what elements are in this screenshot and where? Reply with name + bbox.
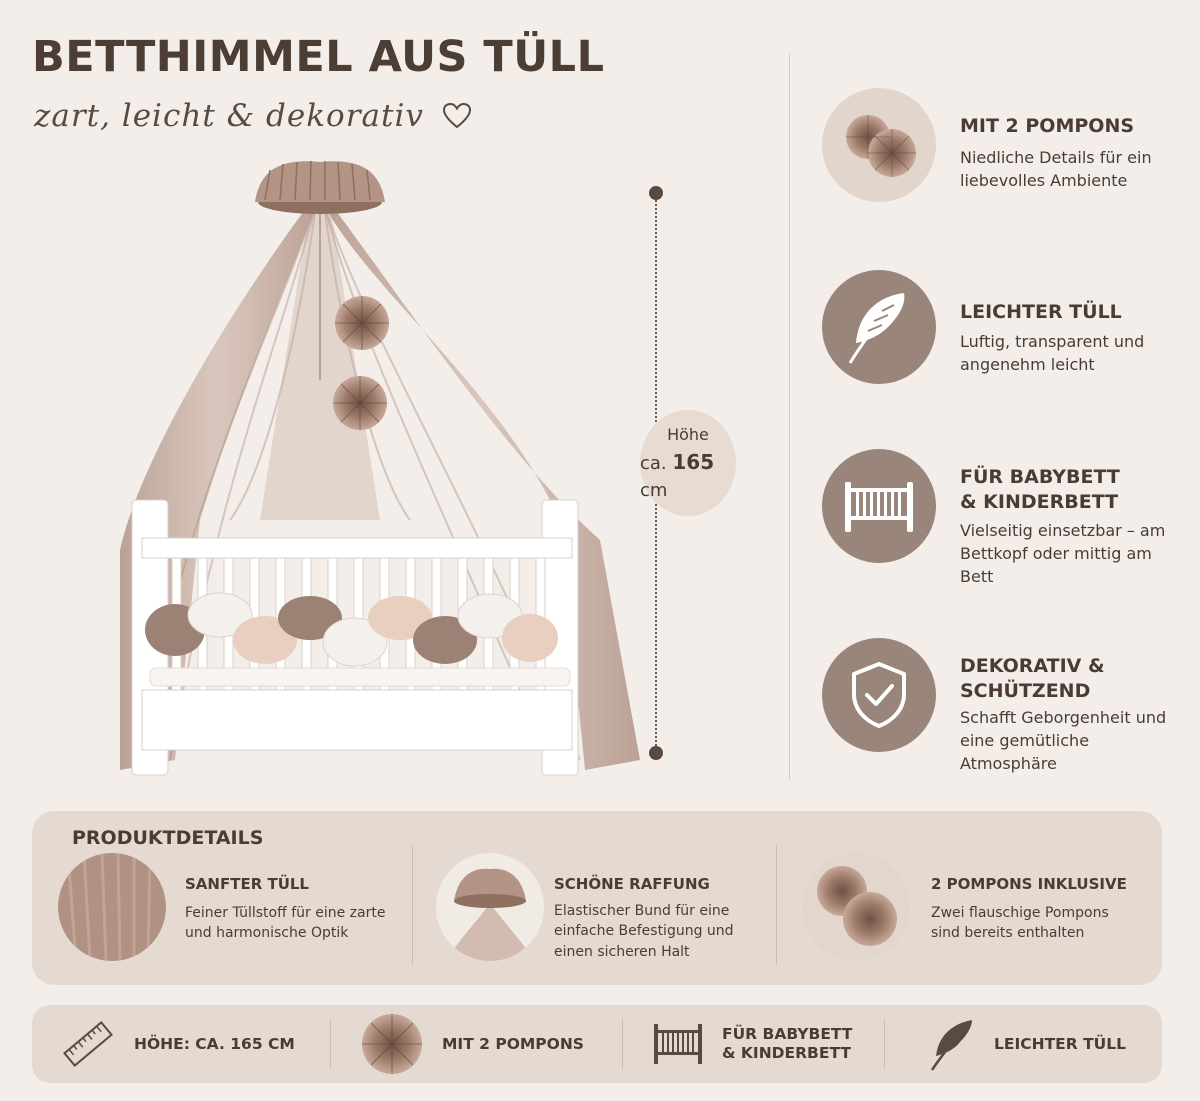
pompon-icon bbox=[362, 1014, 422, 1074]
detail-soft-tulle: SANFTER TÜLL Feiner Tüllstoff für eine z… bbox=[58, 847, 398, 967]
detail-pompons-desc: Zwei flauschige Pompons sind bereits ent… bbox=[931, 905, 1109, 942]
detail-soft-tulle-image bbox=[58, 853, 166, 961]
summary-light-tulle-label: LEICHTER TÜLL bbox=[994, 1034, 1126, 1053]
feature-crib-title-line1: FÜR BABYBETT bbox=[960, 466, 1120, 488]
summary-pompons: MIT 2 POMPONS bbox=[360, 1005, 584, 1083]
feature-protective-badge bbox=[822, 638, 936, 752]
feature-protective-title-line2: SCHÜTZEND bbox=[960, 679, 1091, 702]
canopy-crib-image bbox=[120, 160, 640, 776]
product-details-panel: PRODUKTDETAILS SANFTER TÜLL Feiner Tülls… bbox=[32, 811, 1162, 985]
feather-icon bbox=[930, 1020, 972, 1071]
feature-protective-desc: Schafft Geborgenheit und eine gemütliche… bbox=[960, 708, 1167, 774]
summary-crib-label-line2: & KINDERBETT bbox=[722, 1044, 851, 1062]
summary-separator bbox=[330, 1019, 331, 1069]
height-prefix: ca. bbox=[640, 452, 667, 474]
feature-light-tulle-desc: Luftig, transparent und angenehm leicht bbox=[960, 332, 1145, 375]
height-label: Höhe bbox=[667, 424, 709, 444]
ruffle-image bbox=[436, 853, 544, 961]
feature-light-tulle: LEICHTER TÜLL Luftig, transparent und an… bbox=[822, 270, 1182, 400]
summary-separator bbox=[884, 1019, 885, 1069]
feature-light-tulle-badge bbox=[822, 270, 936, 384]
detail-soft-tulle-desc: Feiner Tüllstoff für eine zarte und harm… bbox=[185, 905, 386, 942]
height-value-row: ca. 165 cm bbox=[640, 447, 736, 504]
pompons-icon bbox=[846, 115, 916, 177]
shield-check-icon bbox=[852, 662, 906, 728]
detail-ruffle-title: SCHÖNE RAFFUNG bbox=[554, 875, 710, 893]
height-bottom-dot bbox=[649, 746, 663, 760]
crib-icon bbox=[654, 1024, 702, 1064]
heart-icon bbox=[442, 102, 471, 129]
pompons-image bbox=[802, 853, 910, 961]
crib-icon bbox=[845, 482, 913, 532]
page-title: BETTHIMMEL AUS TÜLL bbox=[32, 32, 605, 82]
feature-crib-desc: Vielseitig einsetzbar – am Bettkopf oder… bbox=[960, 521, 1166, 587]
summary-light-tulle: LEICHTER TÜLL bbox=[928, 1005, 1126, 1083]
summary-crib-label: FÜR BABYBETT & KINDERBETT bbox=[722, 1025, 852, 1062]
detail-ruffle-desc: Elastischer Bund für eine einfache Befes… bbox=[554, 903, 734, 960]
tulle-texture-image bbox=[58, 853, 166, 961]
subtitle-text: zart, leicht & dekorativ bbox=[34, 98, 424, 134]
details-separator bbox=[412, 845, 413, 965]
feature-crib-title: FÜR BABYBETT & KINDERBETT bbox=[960, 465, 1120, 514]
feature-protective: DEKORATIV & SCHÜTZEND Schafft Geborgenhe… bbox=[822, 638, 1182, 773]
feature-crib-title-line2: & KINDERBETT bbox=[960, 490, 1119, 513]
height-value: 165 bbox=[672, 449, 715, 474]
summary-bar: HÖHE: CA. 165 CM MIT 2 POMPONS bbox=[32, 1005, 1162, 1083]
summary-height-label: HÖHE: CA. 165 CM bbox=[134, 1034, 295, 1053]
detail-soft-tulle-title: SANFTER TÜLL bbox=[185, 875, 309, 893]
detail-pompons-title: 2 POMPONS INKLUSIVE bbox=[931, 875, 1127, 893]
height-top-dot bbox=[649, 186, 663, 200]
detail-ruffle-image bbox=[436, 853, 544, 961]
feature-pompons: MIT 2 POMPONS Niedliche Details für ein … bbox=[822, 88, 1182, 218]
product-illustration bbox=[80, 160, 680, 800]
details-separator bbox=[776, 845, 777, 965]
ruler-icon bbox=[63, 1021, 113, 1067]
feature-light-tulle-title: LEICHTER TÜLL bbox=[960, 301, 1122, 323]
vertical-divider bbox=[789, 54, 790, 780]
detail-pompons: 2 POMPONS INKLUSIVE Zwei flauschige Pomp… bbox=[802, 847, 1142, 967]
feature-crib: FÜR BABYBETT & KINDERBETT Vielseitig ein… bbox=[822, 449, 1182, 586]
summary-separator bbox=[622, 1019, 623, 1069]
detail-ruffle: SCHÖNE RAFFUNG Elastischer Bund für eine… bbox=[436, 847, 776, 967]
feature-protective-title-line1: DEKORATIV & bbox=[960, 655, 1105, 677]
feature-pompons-desc: Niedliche Details für ein liebevolles Am… bbox=[960, 148, 1152, 191]
summary-crib-label-line1: FÜR BABYBETT bbox=[722, 1025, 853, 1044]
summary-height: HÖHE: CA. 165 CM bbox=[60, 1005, 295, 1083]
summary-crib: FÜR BABYBETT & KINDERBETT bbox=[652, 1005, 852, 1083]
feature-icon bbox=[848, 293, 905, 364]
page-subtitle: zart, leicht & dekorativ bbox=[34, 98, 472, 134]
feature-pompons-title: MIT 2 POMPONS bbox=[960, 115, 1135, 137]
summary-pompons-label: MIT 2 POMPONS bbox=[442, 1034, 584, 1053]
height-badge: Höhe ca. 165 cm bbox=[640, 410, 736, 516]
feature-pompons-image bbox=[822, 88, 936, 202]
feature-protective-title: DEKORATIV & SCHÜTZEND bbox=[960, 654, 1105, 703]
feature-crib-badge bbox=[822, 449, 936, 563]
product-details-title: PRODUKTDETAILS bbox=[72, 827, 264, 849]
height-unit: cm bbox=[640, 479, 668, 501]
detail-pompons-image bbox=[802, 853, 910, 961]
